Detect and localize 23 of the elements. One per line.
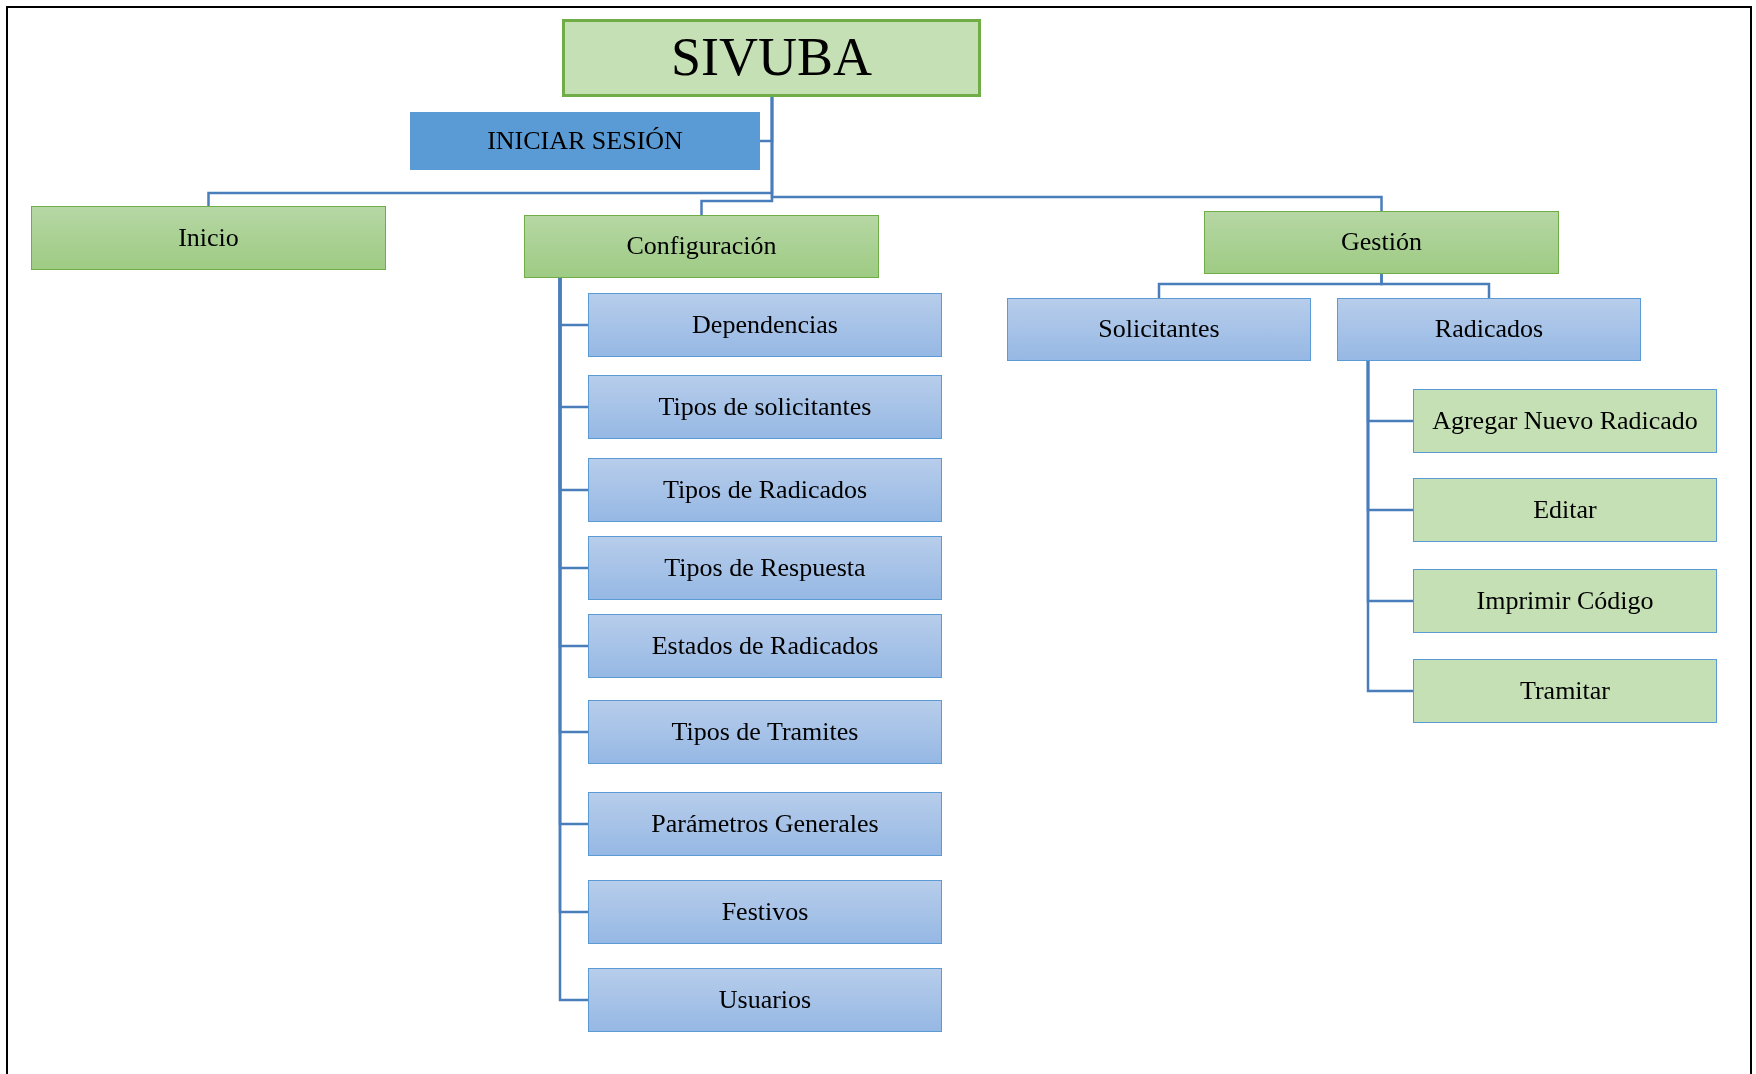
submenu-box: Tipos de Tramites [588,700,942,764]
submenu-box: Solicitantes [1007,298,1311,361]
submenu-box: Tipos de Respuesta [588,536,942,600]
submenu-box: Festivos [588,880,942,944]
menu-box: Configuración [524,215,879,278]
connector-line [1366,361,1413,693]
action-box: Tramitar [1413,659,1717,723]
action-box: Imprimir Código [1413,569,1717,633]
menu-box: Gestión [1204,211,1559,274]
menu-box: Inicio [31,206,386,270]
submenu-box: Estados de Radicados [588,614,942,678]
login-box: INICIAR SESIÓN [410,112,760,170]
submenu-box: Dependencias [588,293,942,357]
submenu-box: Usuarios [588,968,942,1032]
submenu-box: Parámetros Generales [588,792,942,856]
action-box: Agregar Nuevo Radicado [1413,389,1717,453]
submenu-box: Tipos de solicitantes [588,375,942,439]
action-box: Editar [1413,478,1717,542]
title-box: SIVUBA [562,19,981,97]
connector-line [1380,274,1491,298]
connector-line [770,97,1383,211]
submenu-box: Radicados [1337,298,1641,361]
submenu-box: Tipos de Radicados [588,458,942,522]
